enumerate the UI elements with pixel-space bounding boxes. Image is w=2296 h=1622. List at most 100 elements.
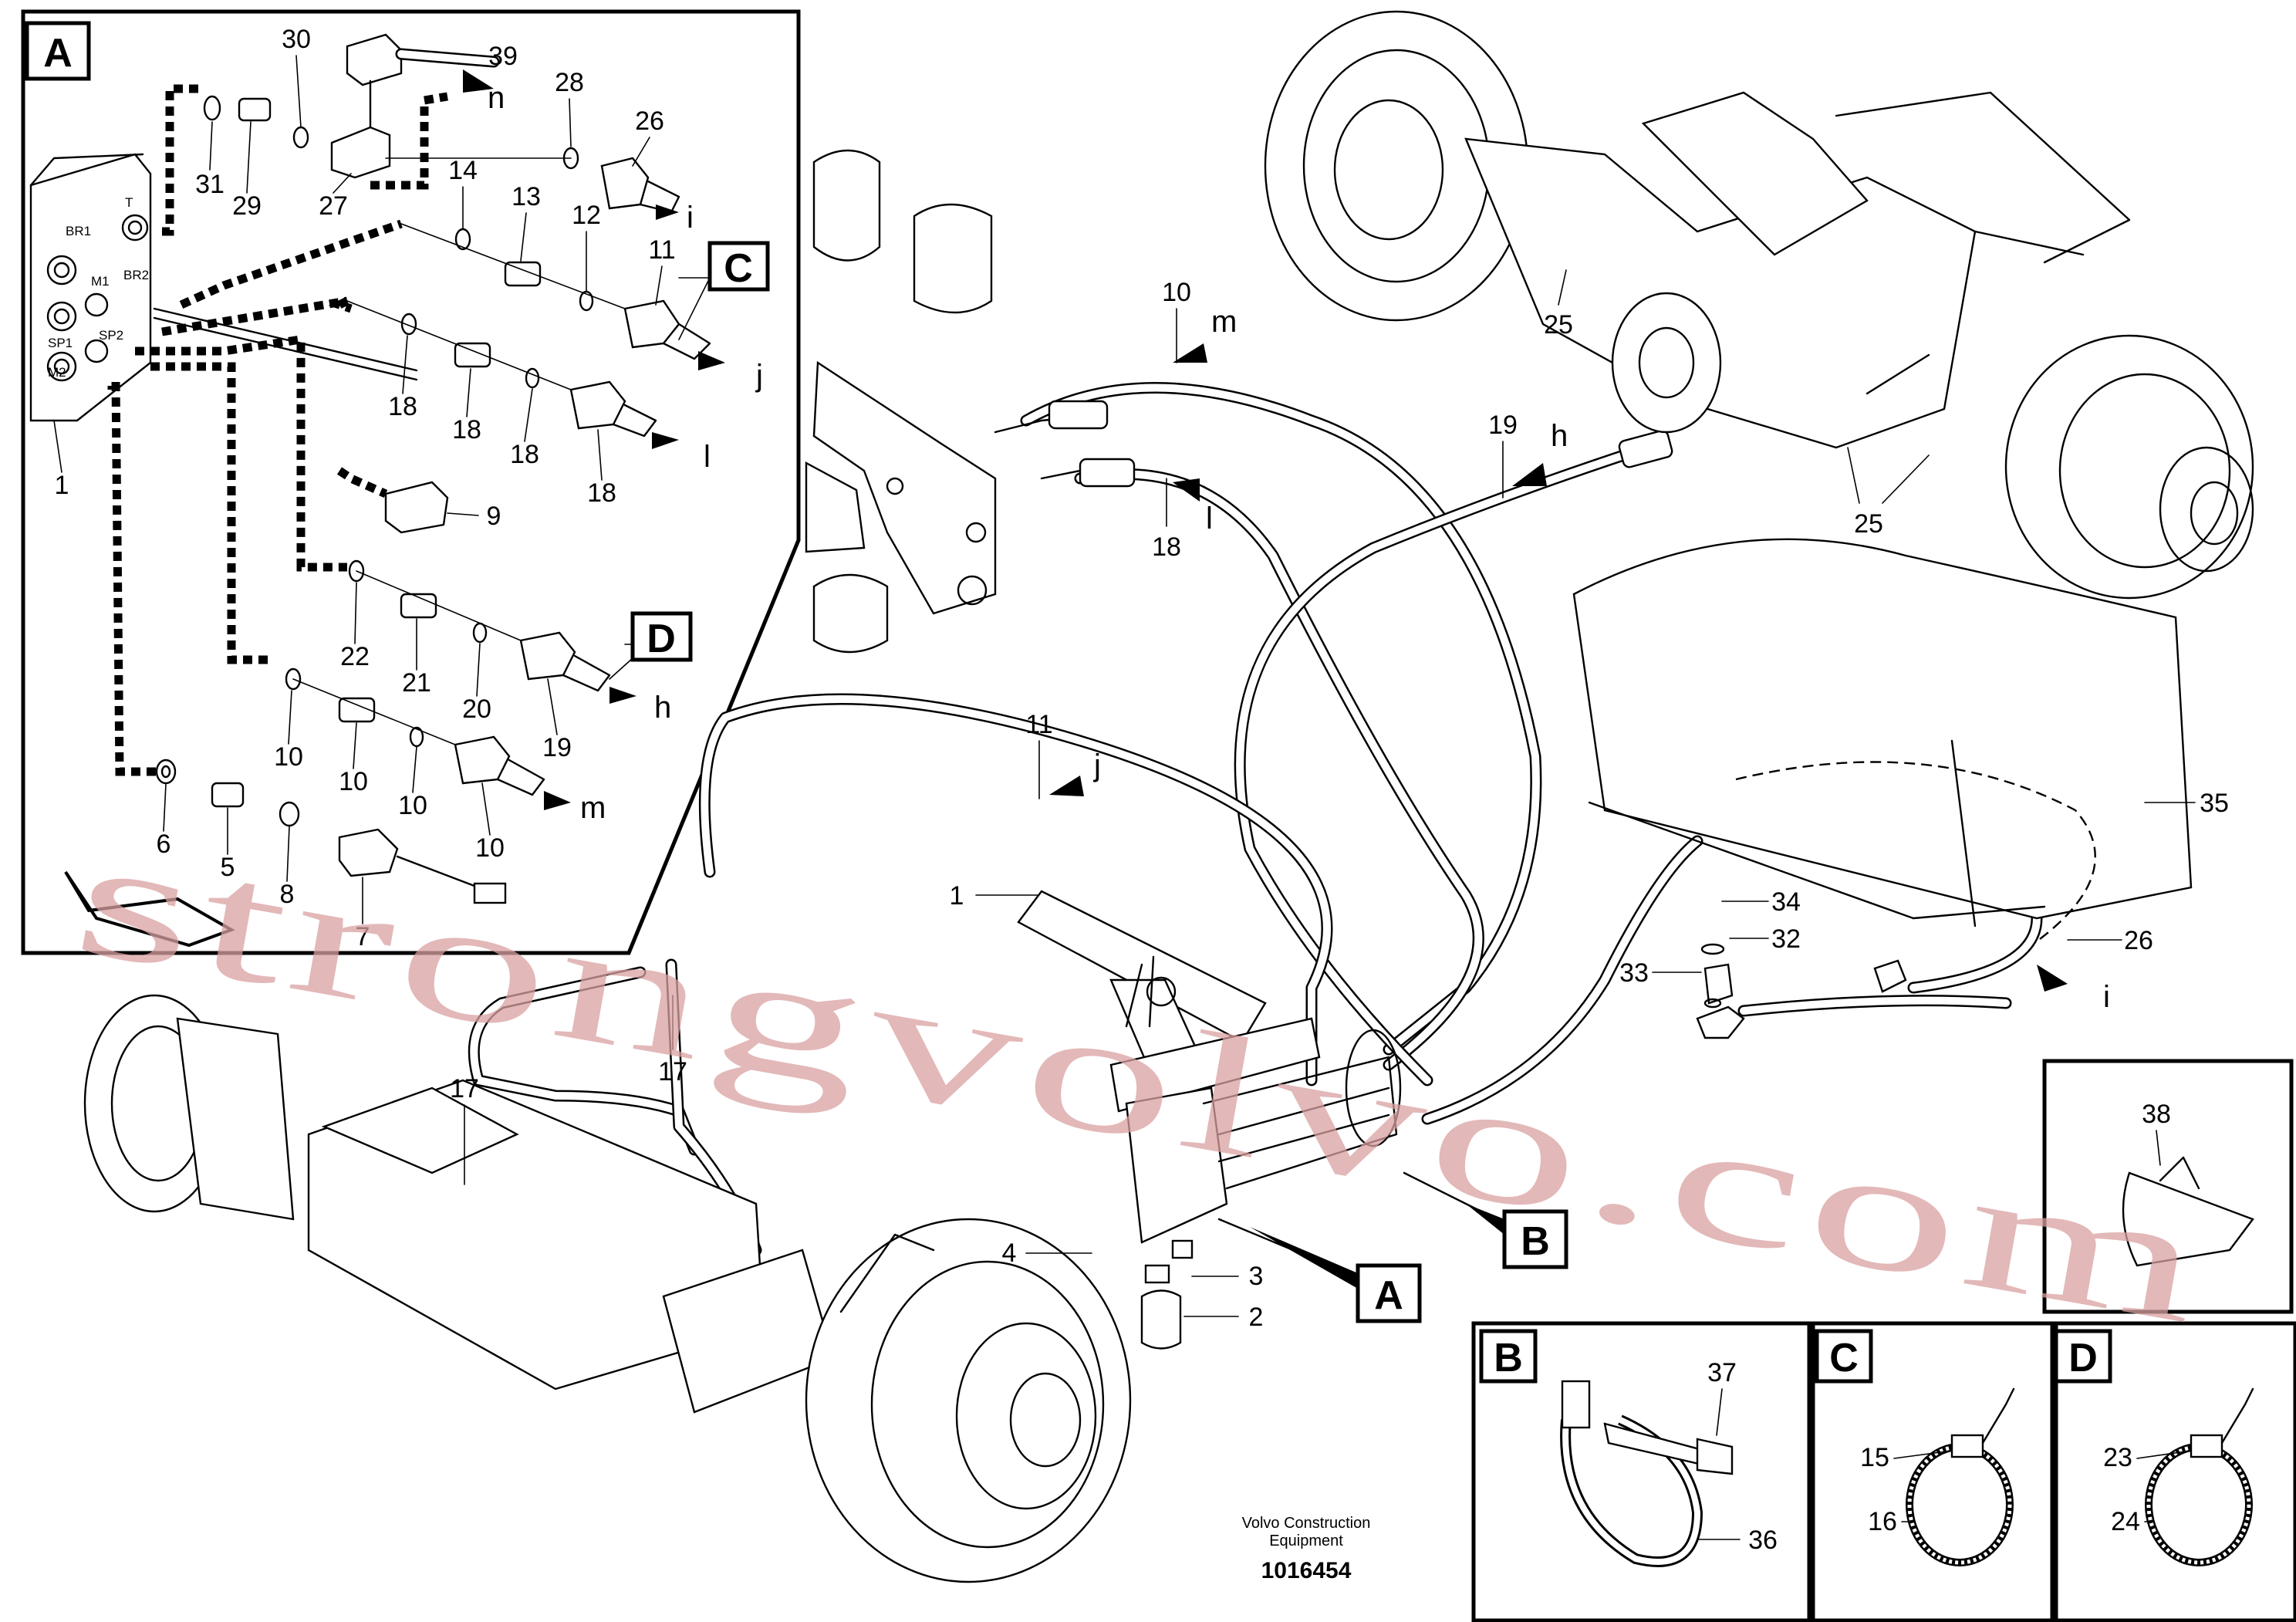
arrow-l-inset <box>652 432 679 449</box>
sensor-connector <box>473 882 507 904</box>
callout-39: 39 <box>488 42 518 71</box>
arrow-i-inset <box>656 204 679 220</box>
arrow-i-main <box>2037 965 2068 992</box>
callout-8: 8 <box>280 880 295 909</box>
seal-ring-33 <box>1703 998 1722 1009</box>
arrow-h-inset <box>609 687 636 704</box>
document-id: 1016454 <box>1261 1558 1352 1583</box>
flow-letter-l-inset: l <box>704 440 711 474</box>
callout-27: 27 <box>319 191 348 221</box>
callout-12: 12 <box>572 201 601 230</box>
fitting-2-3 <box>1144 1264 1170 1284</box>
port-label-br1: BR1 <box>66 224 91 238</box>
direction-arrow <box>64 870 235 948</box>
callout-21: 21 <box>402 668 431 698</box>
callout-19-main: 19 <box>1488 411 1518 440</box>
washer-8 <box>279 801 300 827</box>
footer: Volvo Construction Equipment 1016454 <box>1242 1515 1371 1583</box>
view-label-b-main: B <box>1521 1219 1550 1264</box>
callout-17a: 17 <box>450 1074 479 1103</box>
arrow-j-inset <box>698 351 725 370</box>
detail-d-panel: D 23 24 <box>2054 1321 2296 1622</box>
callout-1-inset: 1 <box>55 471 69 500</box>
brake-pedal-assembly <box>1017 890 1402 1350</box>
arrow-m-main <box>1173 343 1207 363</box>
view-box-c-inset <box>707 241 770 292</box>
view-label-b-detail: B <box>1494 1336 1523 1380</box>
view-box-a-main <box>1356 1263 1422 1323</box>
callout-7: 7 <box>356 922 370 951</box>
callout-26-inset: 26 <box>635 106 664 136</box>
seal-ring-22 <box>348 559 365 583</box>
arrow-n <box>463 69 494 93</box>
callout-11-main: 11 <box>1025 710 1052 739</box>
callout-35: 35 <box>2200 789 2229 818</box>
callout-37: 37 <box>1707 1358 1737 1387</box>
callout-18a: 18 <box>388 392 417 421</box>
callout-19-inset: 19 <box>542 733 572 762</box>
screw-37 <box>1696 1438 1734 1475</box>
nipple-13 <box>504 261 542 287</box>
inset-row-sensor <box>155 759 507 904</box>
inset-row-h <box>348 559 636 704</box>
callout-10a: 10 <box>274 742 303 772</box>
washer-6 <box>155 759 177 785</box>
brake-valve <box>1125 1086 1228 1244</box>
port-label-sp1: SP1 <box>48 336 73 350</box>
flow-letter-i-main: i <box>2103 980 2110 1014</box>
flow-letter-n: n <box>488 81 505 115</box>
rear-hub-right <box>2004 334 2254 600</box>
flow-letter-m-inset: m <box>580 791 606 825</box>
flow-letter-i-inset: i <box>687 201 694 235</box>
nipple-10b <box>338 697 376 723</box>
callout-1-main: 1 <box>950 881 964 911</box>
flow-letter-j-inset: j <box>755 359 763 393</box>
clamp-36 <box>1561 1380 1591 1429</box>
callout-18b: 18 <box>452 415 481 444</box>
callout-20: 20 <box>462 694 491 724</box>
pressure-sensor-7 <box>338 828 399 877</box>
manufacturer-line1: Volvo Construction <box>1242 1515 1371 1532</box>
main-callouts: 10 m 18 l 19 h 11 j 1 17 17 4 3 2 25 25 … <box>450 269 2229 1332</box>
callout-6: 6 <box>157 830 171 859</box>
washer-4 <box>1171 1239 1194 1259</box>
view-label-a-main: A <box>1374 1273 1403 1318</box>
flow-letter-h-inset: h <box>654 691 671 725</box>
arrow-l-main <box>1173 478 1200 502</box>
accumulator-right <box>913 203 993 314</box>
tank-body <box>1572 538 2193 920</box>
callout-33: 33 <box>1619 958 1649 988</box>
callout-5: 5 <box>221 853 235 882</box>
detail-c-panel: C 15 16 <box>1811 1321 2055 1622</box>
inset-a-detail: A BR1 T M1 BR2 SP1 SP2 M2 <box>21 9 801 955</box>
arrow-m-inset <box>544 791 571 810</box>
port-label-sp2: SP2 <box>99 328 123 343</box>
inset-row-m <box>285 667 571 810</box>
brake-valve-body: BR1 T M1 BR2 SP1 SP2 M2 <box>29 153 152 422</box>
hose-nut-10d <box>454 735 511 785</box>
detail-38-panel: 38 <box>2042 1059 2294 1314</box>
view-pointer-boxes: A B <box>1217 1171 1568 1323</box>
view-box-d-inset <box>630 611 693 662</box>
inset-row-upper <box>203 33 680 220</box>
arrow-j-main <box>1049 776 1084 796</box>
callout-18c: 18 <box>510 440 539 469</box>
seal-ring-18a <box>400 313 417 336</box>
seal-ring-10c <box>409 726 424 748</box>
port-label-br2: BR2 <box>123 268 149 282</box>
view-box-b-main <box>1502 1209 1568 1269</box>
hose-nut-19 <box>519 631 576 681</box>
inset-callouts: 30 39 28 26 31 29 27 14 13 12 11 18 18 1… <box>55 25 676 951</box>
callout-38: 38 <box>2142 1100 2171 1129</box>
accumulator-block <box>805 149 997 654</box>
callout-25a: 25 <box>1544 310 1573 340</box>
hose-nut-26 <box>600 157 650 210</box>
callout-17b: 17 <box>658 1057 687 1086</box>
callout-26-main: 26 <box>2124 926 2153 955</box>
view-label-c-detail: C <box>1829 1336 1859 1380</box>
flow-letter-l-main: l <box>1206 502 1213 536</box>
arrow-h-main <box>1512 463 1547 486</box>
rear-axle <box>1264 10 2254 600</box>
inset-row-j <box>400 223 725 370</box>
